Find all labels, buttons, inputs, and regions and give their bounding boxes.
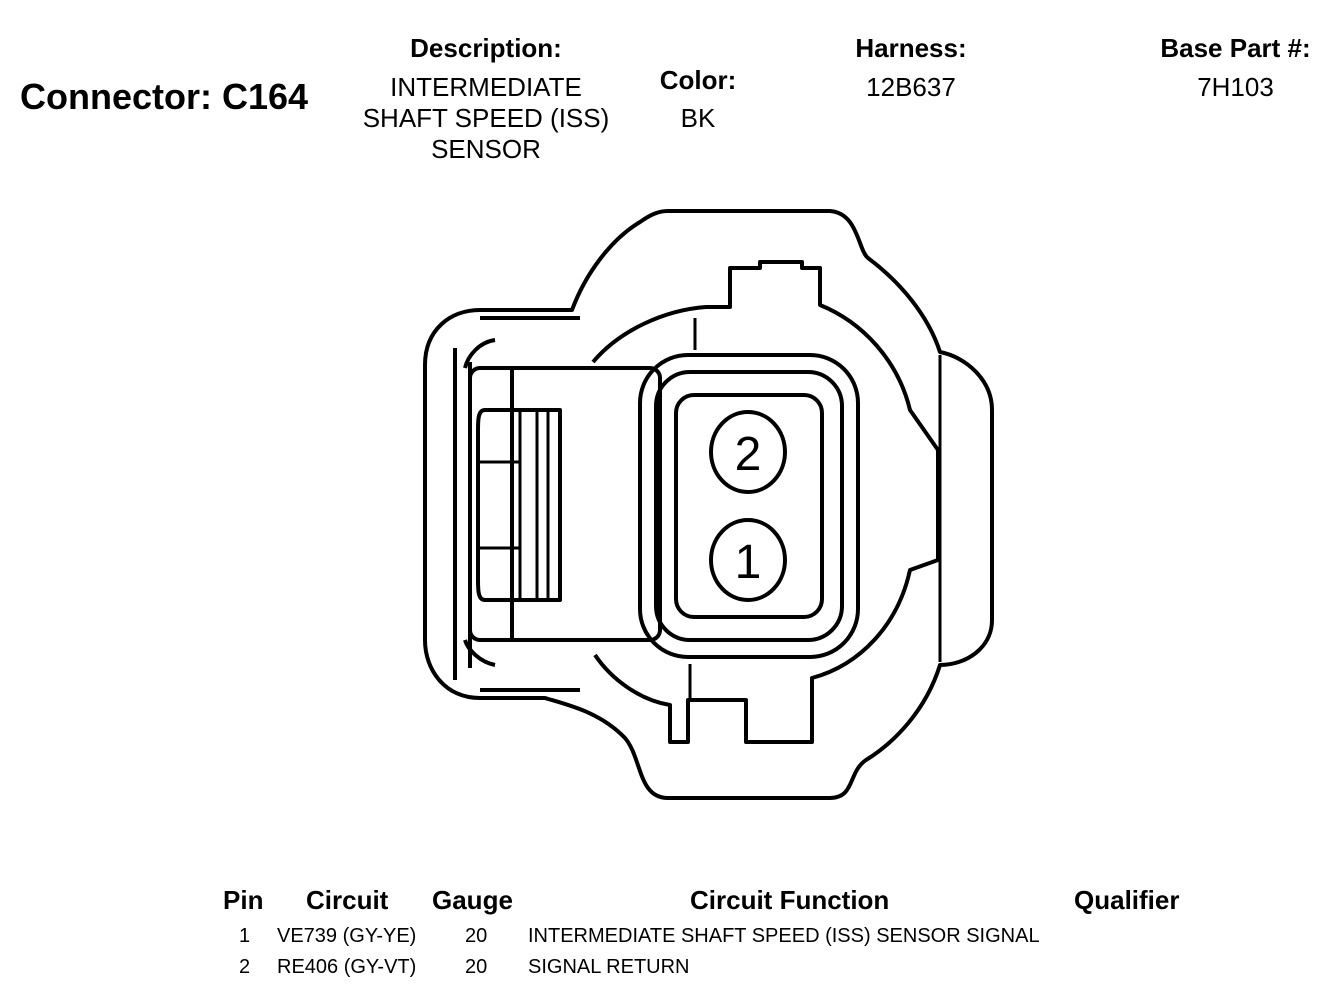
pin-2-label: 2: [735, 428, 762, 481]
left-ring-outer: [453, 316, 580, 692]
table-row-2-circuit: RE406 (GY-VT): [277, 956, 417, 978]
table-header-qualifier: Qualifier: [1074, 885, 1180, 915]
table-row-1-function: INTERMEDIATE SHAFT SPEED (ISS) SENSOR SI…: [528, 925, 1040, 947]
harness-label: Harness:: [855, 33, 967, 63]
ring-divider-line: [688, 318, 697, 700]
table-header-pin: Pin: [223, 885, 264, 915]
base-part-value: 7H103: [1197, 72, 1274, 102]
description-value: INTERMEDIATE SHAFT SPEED (ISS) SENSOR: [340, 72, 632, 165]
table-row-1-pin: 1: [239, 925, 251, 947]
table-row-2-gauge: 20: [465, 956, 488, 978]
connector-title: Connector: C164: [20, 76, 309, 117]
table-row-1-circuit: VE739 (GY-YE): [277, 925, 417, 947]
terminal-housing-inner: [674, 393, 824, 619]
terminal-housing-outer: [638, 353, 860, 659]
left-ring-curve: [463, 338, 496, 667]
color-value: BK: [680, 103, 716, 133]
table-row-2-function: SIGNAL RETURN: [528, 956, 690, 978]
harness-value: 12B637: [866, 72, 956, 102]
table-header-function: Circuit Function: [690, 885, 890, 915]
pin-1-circle: [709, 518, 787, 602]
description-line-3: SENSOR: [431, 134, 541, 164]
description-line-1: INTERMEDIATE: [390, 72, 582, 102]
outer-housing: [423, 209, 994, 800]
terminal-housing-middle: [654, 370, 844, 642]
lock-latch-ribs: [480, 412, 550, 598]
pin-2-circle: [709, 410, 787, 494]
color-label: Color:: [659, 65, 737, 95]
table-header-gauge: Gauge: [432, 885, 513, 915]
pin-1-label: 1: [735, 536, 762, 589]
description-label: Description:: [410, 33, 562, 63]
table-row-1-gauge: 20: [465, 925, 488, 947]
table-header-circuit: Circuit: [306, 885, 389, 915]
description-line-2: SHAFT SPEED (ISS): [362, 103, 610, 133]
table-row-2-pin: 2: [239, 956, 251, 978]
latch-collar: [591, 260, 940, 744]
secondary-lock-block: [468, 366, 662, 642]
base-part-label: Base Part #:: [1160, 33, 1311, 63]
lock-latch: [476, 408, 562, 602]
